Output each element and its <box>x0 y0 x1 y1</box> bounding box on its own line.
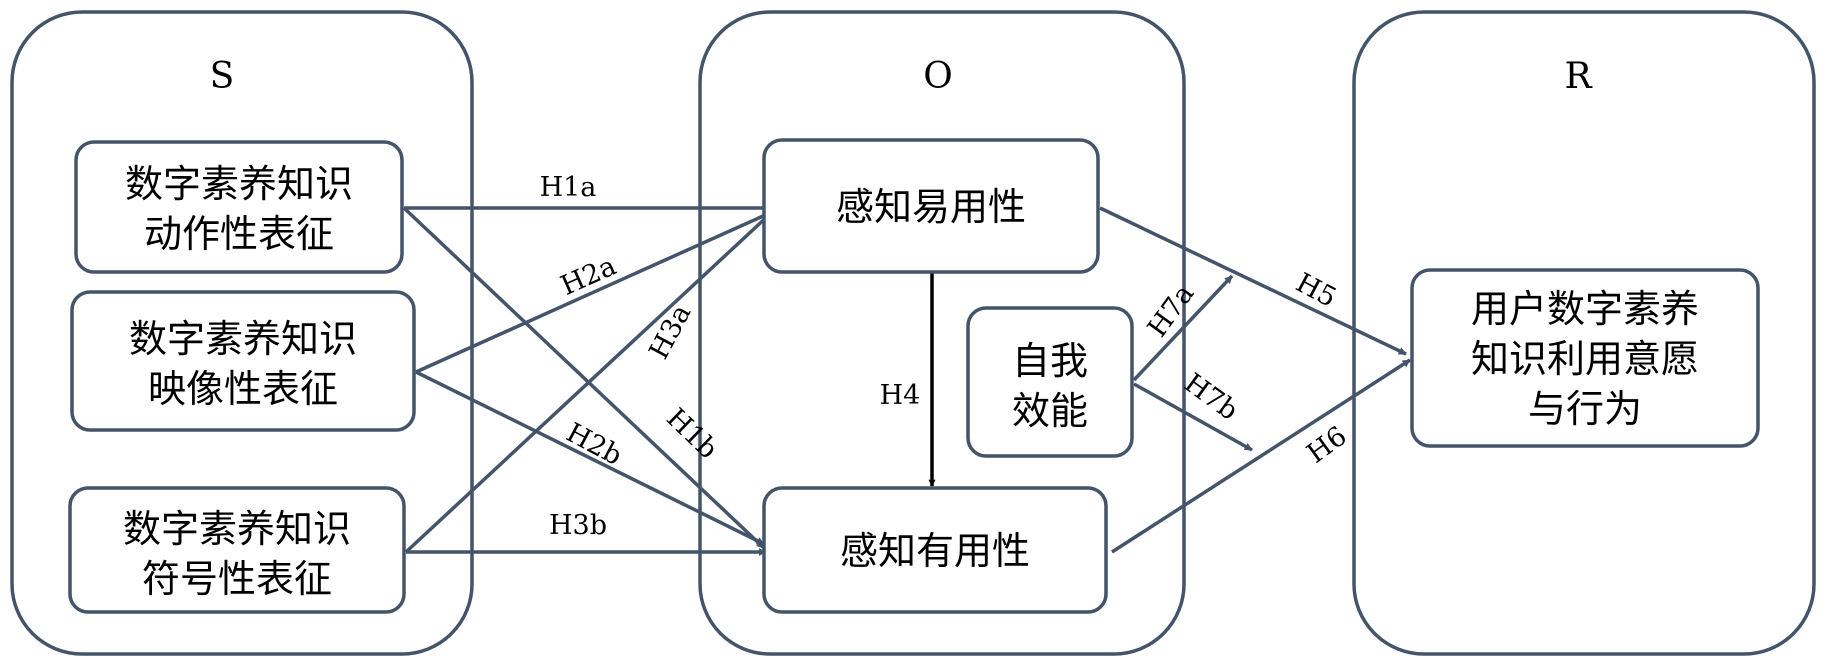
node-se-line2: 效能 <box>1012 389 1088 433</box>
node-s1-line1: 数字素养知识 <box>125 162 353 206</box>
node-s2-line1: 数字素养知识 <box>129 317 357 361</box>
panel-r-title: R <box>1564 56 1592 97</box>
node-pu: 感知有用性 <box>762 486 1108 614</box>
node-peou: 感知易用性 <box>762 138 1100 274</box>
edge-h2a <box>415 210 773 374</box>
label-h3a: H3a <box>643 300 697 365</box>
edge-h7b <box>1133 382 1253 452</box>
edge-h3a <box>404 212 772 554</box>
label-h3b: H3b <box>549 510 607 541</box>
node-s3: 数字素养知识 符号性表征 <box>68 486 406 614</box>
node-r1-line2: 知识利用意愿 <box>1471 337 1699 381</box>
edge-h7a <box>1132 274 1234 382</box>
node-r1: 用户数字素养 知识利用意愿 与行为 <box>1410 268 1760 448</box>
edge-h5 <box>1099 206 1407 356</box>
edge-h1b <box>402 206 766 550</box>
label-h7b: H7b <box>1178 368 1243 427</box>
panel-s-title: S <box>210 56 235 97</box>
node-peou-line1: 感知易用性 <box>836 185 1026 229</box>
edge-h6 <box>1111 358 1411 554</box>
node-r1-line3: 与行为 <box>1528 387 1642 431</box>
node-r1-line1: 用户数字素养 <box>1471 287 1699 331</box>
node-s3-line2: 符号性表征 <box>142 557 332 601</box>
node-se-line1: 自我 <box>1012 339 1088 383</box>
node-s3-line1: 数字素养知识 <box>123 507 351 551</box>
edge-h2b <box>415 370 765 546</box>
node-s2-line2: 映像性表征 <box>148 367 338 411</box>
node-s1-line2: 动作性表征 <box>144 212 334 256</box>
label-h5: H5 <box>1291 267 1342 313</box>
node-pu-line1: 感知有用性 <box>840 529 1030 573</box>
label-h4: H4 <box>880 380 921 411</box>
node-se: 自我 效能 <box>966 306 1134 458</box>
panel-o-title: O <box>923 56 953 97</box>
label-h2b: H2b <box>561 417 627 472</box>
node-s2: 数字素养知识 映像性表征 <box>70 290 416 432</box>
label-h1a: H1a <box>540 172 597 203</box>
label-h6: H6 <box>1301 421 1352 470</box>
node-s1: 数字素养知识 动作性表征 <box>74 140 404 274</box>
